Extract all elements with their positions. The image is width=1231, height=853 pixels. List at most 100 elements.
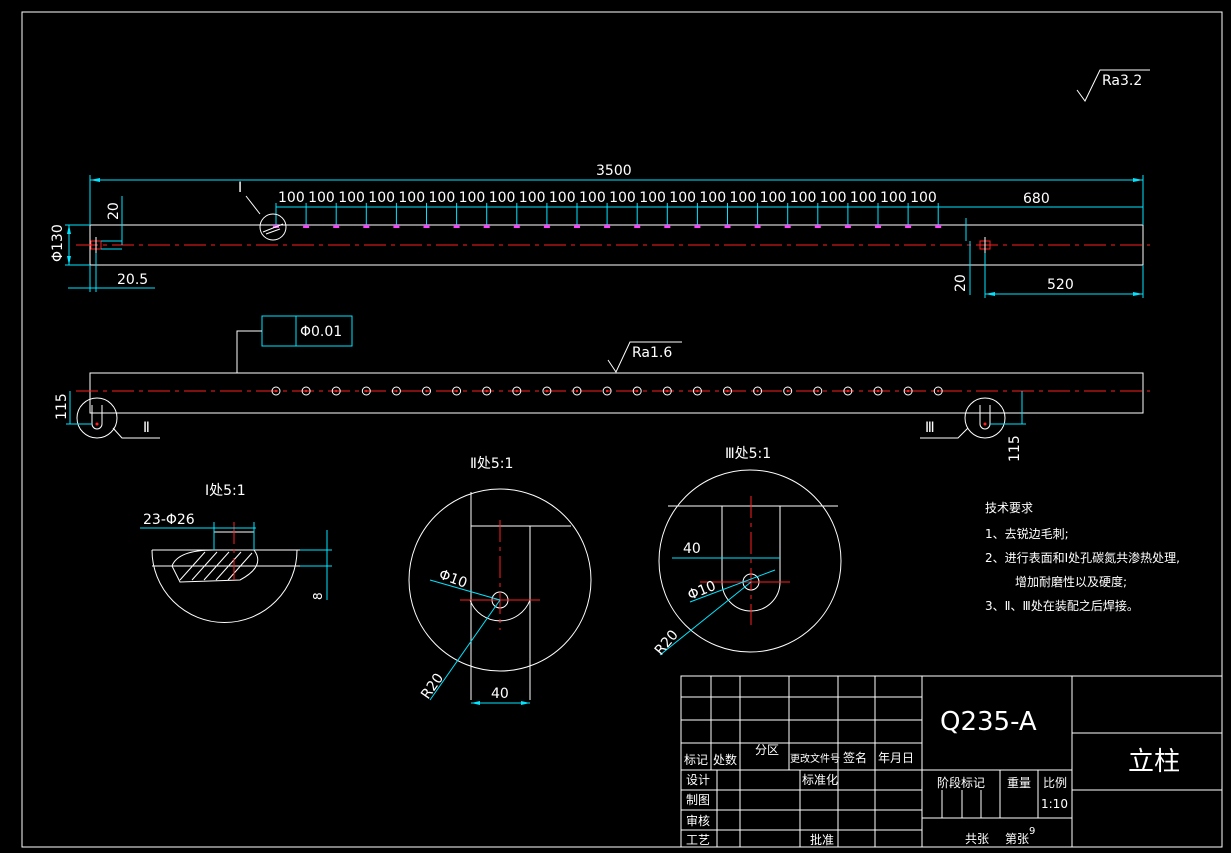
detail-1-title: I处5:1 [205,483,246,499]
geometric-tolerance-frame: Φ0.01 [236,315,353,373]
front-hole [933,386,943,396]
front-hole [361,386,371,396]
front-hole [632,386,642,396]
top-hole-mark [784,225,791,228]
standardization-label: 标准化 [802,773,838,787]
right-length-label: 520 [1047,277,1074,293]
pitch-label: 100 [820,190,847,206]
top-hole-mark [754,225,761,228]
tolerance-value: Φ0.01 [300,324,342,340]
top-hole-mark [363,225,370,228]
top-hole-mark [393,225,400,228]
tech-line-2: 2、进行表面和I处孔碳氮共渗热处理, [985,550,1180,565]
pitch-label: 100 [398,190,425,206]
front-hole-center [365,389,368,393]
front-hole [572,386,582,396]
pitch-label: 100 [368,190,395,206]
detail-2-title: Ⅱ处5:1 [470,456,513,472]
front-hole [783,386,793,396]
pitch-label: 100 [609,190,636,206]
sheet-no-label: 第张 [1005,832,1029,846]
front-hole-center [485,389,488,393]
front-hole-center [455,389,458,393]
front-hole [903,386,913,396]
detail-1-depth: 8 [311,592,325,600]
pitch-label: 100 [850,190,877,206]
header-mark: 标记 [684,753,708,767]
overall-length-label: 3500 [596,163,632,179]
pitch-label: 100 [760,190,787,206]
front-hole [723,386,732,396]
front-hole-center [636,389,639,393]
detail-1-circle [259,213,287,241]
front-hole-center [876,389,880,393]
pitch-label: 100 [579,190,606,206]
title-block [680,675,1223,848]
tech-title: 技术要求 [985,501,1033,515]
header-date: 年月日 [878,751,914,765]
detail-3-circle [964,397,1006,439]
front-view-body [89,372,1144,414]
top-hole-mark [724,225,731,228]
top-hole-mark [483,225,490,228]
front-hole-center [816,389,819,393]
pitch-label: 100 [880,190,907,206]
front-hole [602,386,612,396]
pitch-label: 100 [669,190,696,206]
pitch-label: 100 [549,190,576,206]
detail-3-hole-label: Φ10 [686,578,719,604]
front-hole [662,386,672,396]
weight-label: 重量 [1007,776,1031,790]
end-length-label: 680 [1023,191,1050,207]
front-hole [873,386,883,396]
top-hole-mark [513,225,520,228]
top-hole-mark [303,225,310,228]
pitch-label: 100 [338,190,365,206]
detail-1-marker: I [238,180,242,196]
right-hole-dim-label: 20 [953,274,969,292]
top-hole-mark [875,225,881,228]
front-hole [301,386,311,396]
pitch-label: 100 [790,190,817,206]
roughness-main-label: Ra3.2 [1102,73,1142,89]
front-hole [391,386,401,396]
front-hole-center [906,389,910,393]
detail-3-marker: Ⅲ [925,420,935,436]
pitch-label: 100 [308,190,335,206]
front-hole-center [696,389,699,393]
front-hole [422,386,431,396]
front-hole-center [335,389,338,393]
top-hole-mark [423,225,430,228]
front-view: Ⅱ 115 Ⅲ 115 [54,372,1150,462]
left-offset-label: 20.5 [117,272,148,288]
front-hole-center [666,389,669,393]
role-review: 审核 [686,813,710,828]
top-hole-mark [814,225,821,228]
top-hole-mark [935,225,942,228]
part-name: 立柱 [1128,747,1180,777]
front-hole-center [395,389,398,393]
pitch-label: 100 [730,190,757,206]
front-hole-center [846,389,850,393]
header-count: 处数 [713,752,737,767]
front-hole [692,386,702,396]
detail-2-circle [76,397,118,439]
detail-2-radius-label: R20 [418,671,447,703]
right-height-label: 115 [1007,435,1023,462]
front-hole-center [425,389,428,393]
pitch-label: 100 [459,190,486,206]
header-sign: 签名 [843,750,867,765]
detail-3-title: Ⅲ处5:1 [725,446,771,462]
top-hole-mark [574,225,580,228]
front-hole-center [545,389,549,393]
tech-line-4: 3、Ⅱ、Ⅲ处在装配之后焊接。 [985,598,1139,613]
detail-2-view: Ⅱ处5:1 Φ10 R20 40 [408,456,592,705]
header-change-doc: 更改文件号 [790,752,840,765]
pitch-label: 100 [699,190,726,206]
pitch-label: 100 [639,190,666,206]
scale-value: 1:10 [1041,797,1068,811]
tech-line-1: 1、去锐边毛刺; [985,527,1069,541]
stage-mark-label: 阶段标记 [937,775,985,790]
left-height-label: 115 [54,393,70,420]
